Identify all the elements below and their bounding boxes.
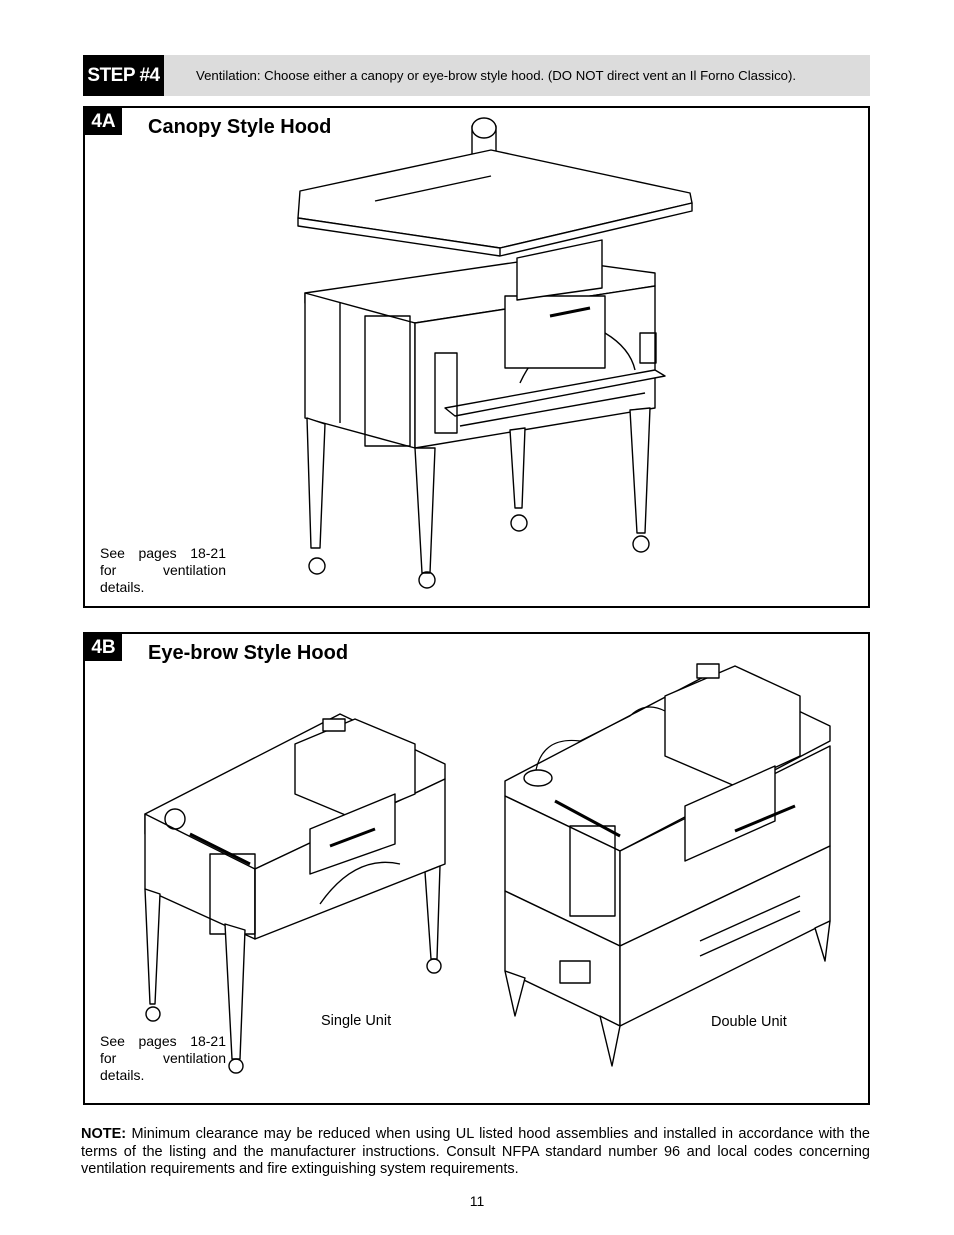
panel-title-canopy: Canopy Style Hood: [148, 116, 332, 138]
see-pages-line: See pages 18-21: [100, 545, 226, 561]
panel-title-eyebrow: Eye-brow Style Hood: [148, 642, 349, 664]
double-unit-oven-illustration: [504, 663, 831, 1067]
see-pages-line: details.: [100, 579, 145, 595]
step-label: STEP #4: [83, 55, 164, 96]
see-pages-note-a: See pages 18-21 for ventilation details.: [100, 545, 226, 596]
see-pages-note-b: See pages 18-21 for ventilation details.: [100, 1033, 226, 1084]
clearance-note: NOTE: Minimum clearance may be reduced w…: [81, 1126, 870, 1179]
panel-canopy-hood: 4A Canopy Style Hood: [83, 106, 870, 608]
see-pages-line: for ventilation: [100, 562, 226, 578]
note-label: NOTE:: [81, 1126, 127, 1142]
step-instruction: Ventilation: Choose either a canopy or e…: [196, 68, 797, 83]
panel-eyebrow-hood: 4B Eye-brow Style Hood: [83, 632, 870, 1105]
see-pages-line: for ventilation: [100, 1050, 226, 1066]
see-pages-line: details.: [100, 1067, 145, 1083]
single-unit-oven-illustration: [144, 713, 446, 1074]
panel-badge-4b: 4B: [85, 634, 122, 661]
single-unit-caption: Single Unit: [321, 1013, 392, 1029]
panel-badge-4a: 4A: [85, 108, 122, 135]
canopy-hood-oven-illustration: [297, 117, 693, 589]
step-header-bar: [83, 55, 870, 96]
page-number: 11: [469, 1193, 485, 1209]
see-pages-line: See pages 18-21: [100, 1033, 226, 1049]
double-unit-caption: Double Unit: [711, 1014, 787, 1030]
note-text: Minimum clearance may be reduced when us…: [81, 1126, 870, 1177]
